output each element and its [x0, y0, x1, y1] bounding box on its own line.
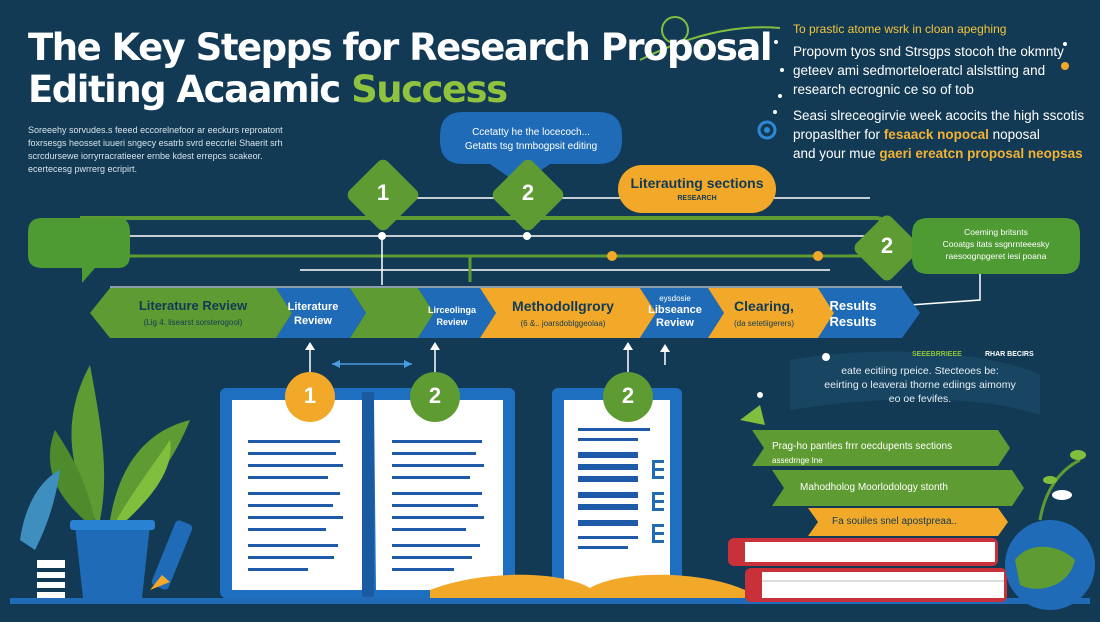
bottom-open-book — [430, 574, 745, 600]
right-box-text: Coeming britsnts Cooatgs itats ssgnrntee… — [918, 226, 1074, 262]
bubble-line: Ccetatty he the locecoch... — [472, 127, 590, 138]
results-line: Results — [829, 298, 877, 313]
left-green-speech — [28, 218, 130, 283]
floor-line — [10, 598, 1090, 604]
lower-right-tag-1: SEEEBRRIEEE — [912, 351, 962, 358]
speech-bubble-text: Ccetatty he the locecoch... Getatts tsg … — [440, 126, 622, 154]
box-line: Cooatgs itats ssgnrnteeesky — [942, 239, 1050, 249]
highlight-text: fesaack nopocal — [883, 127, 989, 142]
lower-right-tag-2: RHAR BECIRS — [985, 351, 1034, 358]
top-speech-bubble — [440, 112, 622, 185]
ribbon-1-line-2: assedrnge Ine — [772, 456, 823, 465]
step-circle-2 — [410, 372, 460, 422]
intro-line: foxrsesgs heosset iuueri sngecy esatrb s… — [28, 138, 283, 148]
upper-pipeline — [80, 197, 981, 306]
decoration-top — [639, 16, 1069, 140]
banner-arrow — [90, 286, 920, 338]
diamond-markers — [347, 159, 920, 281]
ribbon-2-text: Mahodholog Moorlodology stonth — [800, 482, 948, 493]
diamond-number-3: 2 — [880, 233, 894, 258]
ribbon-3-text: Fa souiles snel apostpreaa.. — [832, 516, 958, 527]
intro-line: Soreeehy sorvudes.s feeed eccorelnefoor … — [28, 125, 283, 135]
book-stack — [728, 538, 1007, 602]
text-line: eate ecitiing rpeice. Stecteoes be: — [841, 365, 999, 377]
intro-line: scrcdursewe iorryrracratieeer ernbe kdes… — [28, 151, 263, 161]
text-line: propaslther for fesaack nopocal noposal — [793, 127, 1040, 142]
banner-step-literature-review: Literature Review — [138, 298, 248, 313]
right-green-box — [912, 218, 1080, 274]
banner-step-methodology-sub: (6 &.. joarsdoblggeolaa) — [520, 319, 606, 328]
diamond-number-1: 1 — [376, 180, 390, 205]
orange-pill-sub: RESEARCH — [677, 195, 717, 202]
open-book-illustration — [220, 388, 515, 598]
banner-step-review-3: Lirceolinga Review — [427, 305, 476, 327]
banner-step-review-5: Libseance Review — [648, 304, 702, 329]
results-line: Results — [829, 314, 877, 329]
text-line: Seasi slreceogirvie week acocits the hig… — [793, 108, 1085, 123]
step-circle-3 — [603, 372, 653, 422]
step-circle-1-number: 1 — [303, 383, 317, 408]
text-line: eeirting o leaverai thorne ediings aimom… — [824, 379, 1016, 391]
plant-illustration — [20, 365, 190, 598]
highlight-text: gaeri ereatcn proposal neopsas — [879, 146, 1083, 161]
box-line: raesoognpgeret iesi poana — [945, 251, 1047, 261]
ribbon-1-line-1: Prag-ho panties frrr oecdupents sections — [772, 441, 953, 452]
document-page-illustration — [552, 388, 682, 598]
lower-right-paragraph: eate ecitiing rpeice. Stecteoes be: eeir… — [800, 364, 1040, 406]
banner-step-review-2: Literature Review — [287, 301, 339, 327]
text-line: and your mue gaeri ereatcn proposal neop… — [793, 146, 1083, 161]
title-line-2: Editing Acaamic Success — [28, 68, 508, 111]
banner-step-results: Results Results — [822, 298, 884, 330]
title-line-1: The Key Stepps for Research Proposal — [28, 26, 773, 69]
title-accent-word: Success — [351, 68, 508, 111]
bubble-line: Getatts tsg tnmbogpsit editing — [464, 141, 598, 152]
step-circle-3-number: 2 — [621, 383, 635, 408]
text-line: Propovm tyos snd Strsgps stocoh the okmn… — [793, 44, 1064, 59]
banner-step-literature-sub: (Lig 4. lisearst sorsterogool) — [143, 318, 243, 327]
pen-illustration — [150, 520, 193, 590]
banner-step-methodology: Methodollgrory — [512, 298, 614, 314]
title-line-2-prefix: Editing Acaamic — [28, 68, 341, 111]
intro-paragraph: Soreeehy sorvudes.s feeed eccorelnefoor … — [28, 124, 318, 176]
lower-right-decoration — [740, 351, 1040, 425]
top-right-heading: To prastic atome wsrk in cloan apeghing — [793, 22, 1007, 36]
ribbon-stack — [752, 430, 1024, 536]
text-line: geteev ami sedmorteloeratcl alslstting a… — [793, 63, 1046, 78]
orange-pill-title: Literauting sections — [630, 175, 764, 191]
step-circle-1 — [285, 372, 335, 422]
text-line: eo oe fevifes. — [888, 393, 952, 405]
globe-illustration — [1005, 450, 1095, 610]
intro-line: ecertecesg pwrrerg ecripirt. — [28, 164, 138, 174]
banner-step-clearing: Clearing, — [734, 298, 794, 314]
banner-step-clearing-sub: (da setetiigerers) — [733, 319, 795, 328]
banner-step-5-top: eysdosie — [659, 294, 691, 303]
diamond-number-2: 2 — [521, 180, 535, 205]
top-right-paragraph-1: Propovm tyos snd Strsgps stocoh the okmn… — [793, 42, 1064, 99]
step-circle-2-number: 2 — [428, 383, 442, 408]
top-right-paragraph-2: Seasi slreceogirvie week acocits the hig… — [793, 106, 1084, 163]
orange-pill-shape — [618, 165, 776, 213]
box-line: Coeming britsnts — [964, 227, 1028, 237]
text-line: research ecrognic ce so of tob — [793, 82, 974, 97]
connector-arrows — [305, 342, 670, 372]
